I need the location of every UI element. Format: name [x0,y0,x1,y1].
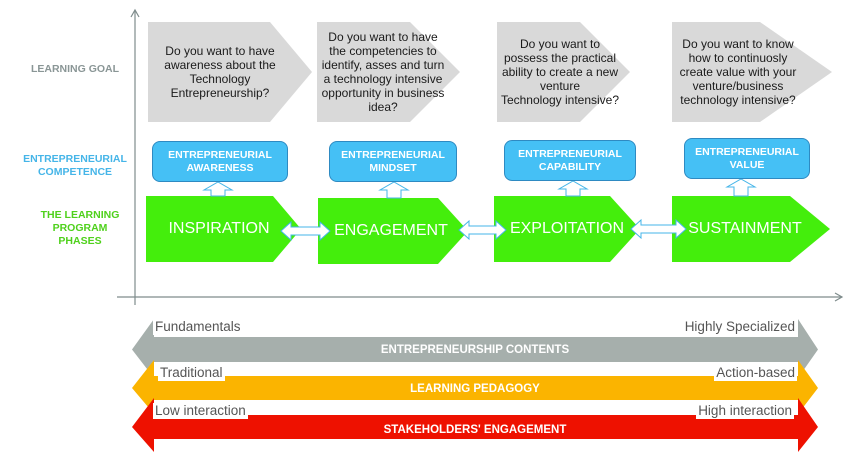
competence-line: ENTREPRENEURIAL [695,145,799,158]
phase-label-engagement: ENGAGEMENT [318,198,464,264]
axes [117,8,844,305]
goal-line: venture [539,79,580,93]
phase-chevron-sustainment [672,196,830,262]
row-label-phases-line: PHASES [58,235,102,247]
row-label-competence-line: ENTREPRENEURIAL [23,153,127,165]
connectors [280,218,687,242]
goal-chevrons [148,22,832,122]
phase-label-exploitation: EXPLOITATION [494,196,640,262]
phase-chevron-inspiration [146,196,301,262]
goal-line: Technology intensive? [500,93,620,107]
row-label-learning-goal-text: LEARNING GOAL [30,63,120,75]
band-contents-title: ENTREPRENEURSHIP CONTENTS [380,344,570,356]
goal-text-1: Do you want to have awareness about the … [150,22,290,122]
phase-label-inspiration: INSPIRATION [146,196,292,262]
band-engagement-title: STAKEHOLDERS' ENGAGEMENT [383,424,567,436]
row-label-phases-line: PROGRAM [52,222,108,234]
double-arrow-connector-icon-2 [458,219,507,241]
goal-chevron-2 [317,22,460,122]
competence-line: ENTREPRENEURIAL [168,148,272,161]
up-arrows [202,178,757,199]
goal-line: create value with your [679,65,797,79]
goal-line: identify, asses and turn [321,58,445,72]
goal-line: Do you want to have [165,44,275,58]
band-pedagogy-right-label: Action-based [714,365,797,381]
x-axis-arrowhead [834,292,844,302]
goal-line: technology intensive? [680,93,796,107]
goal-line: Do you want to know [682,37,794,51]
phase-chevrons [146,196,830,264]
row-label-competence: ENTREPRENEURIAL COMPETENCE [14,153,136,179]
competence-line: VALUE [729,158,765,171]
band-contents-right-label: Highly Specialized [682,319,797,335]
band-engagement-right-label: High interaction [696,403,794,419]
bands [132,319,818,452]
up-arrow-icon-sustainment [725,178,757,197]
row-label-competence-line: COMPETENCE [37,166,113,178]
competence-line: ENTREPRENEURIAL [341,148,445,161]
goal-line: awareness about the [164,58,276,72]
competence-line: CAPABILITY [538,160,602,173]
competence-line: ENTREPRENEURIAL [518,147,622,160]
band-arrow-engagement [132,398,818,452]
goal-chevron-4 [672,22,832,122]
up-arrow-icon-engagement [378,181,410,199]
goal-line: Do you want to have [328,30,438,44]
phase-label-sustainment: SUSTAINMENT [672,196,818,262]
phase-chevron-exploitation [494,196,640,262]
competence-line: MINDSET [369,161,417,174]
band-arrow-pedagogy [132,360,818,414]
up-arrow-icon-inspiration [202,181,234,197]
row-label-learning-goal: LEARNING GOAL [20,63,130,76]
goal-text-2: Do you want to have the competencies to … [318,22,448,122]
up-arrow-icon-exploitation [557,180,589,197]
double-arrow-connector-icon-3 [630,218,687,240]
goal-text-4: Do you want to know how to continuosly c… [668,22,808,122]
goal-line: the competencies to [329,44,437,58]
competence-line: AWARENESS [186,161,254,174]
goal-chevron-1 [148,22,312,122]
y-axis-arrowhead [130,8,140,18]
goal-line: a technology intensive [323,72,443,86]
band-contents-left-label: Fundamentals [153,319,243,335]
goal-line: Do you want to [519,37,601,51]
phase-label-text: ENGAGEMENT [334,222,448,239]
band-pedagogy-left-label: Traditional [158,365,225,381]
band-arrow-contents [132,319,818,378]
band-pedagogy-title: LEARNING PEDAGOGY [410,383,540,395]
band-engagement-left-label: Low interaction [153,403,248,419]
goal-line: venture/business [692,79,784,93]
row-label-phases-line: THE LEARNING [40,209,120,221]
goal-text-3: Do you want to possess the practical abi… [495,22,625,122]
goal-line: ability to create a new [501,65,619,79]
goal-line: idea? [368,100,398,114]
goal-line: possess the practical [503,51,617,65]
goal-chevron-3 [497,22,630,122]
goal-line: opportunity in business [321,86,445,100]
double-arrow-connector-icon-1 [280,220,331,242]
phase-chevron-engagement [318,198,468,264]
phase-label-text: SUSTAINMENT [688,220,802,237]
phase-label-text: INSPIRATION [168,220,270,237]
row-label-phases: THE LEARNING PROGRAM PHASES [30,209,130,248]
goal-line: how to continuosly [688,51,788,65]
goal-line: Technology [189,72,251,86]
goal-line: Entrepreneurship? [170,86,270,100]
phase-label-text: EXPLOITATION [509,220,625,237]
